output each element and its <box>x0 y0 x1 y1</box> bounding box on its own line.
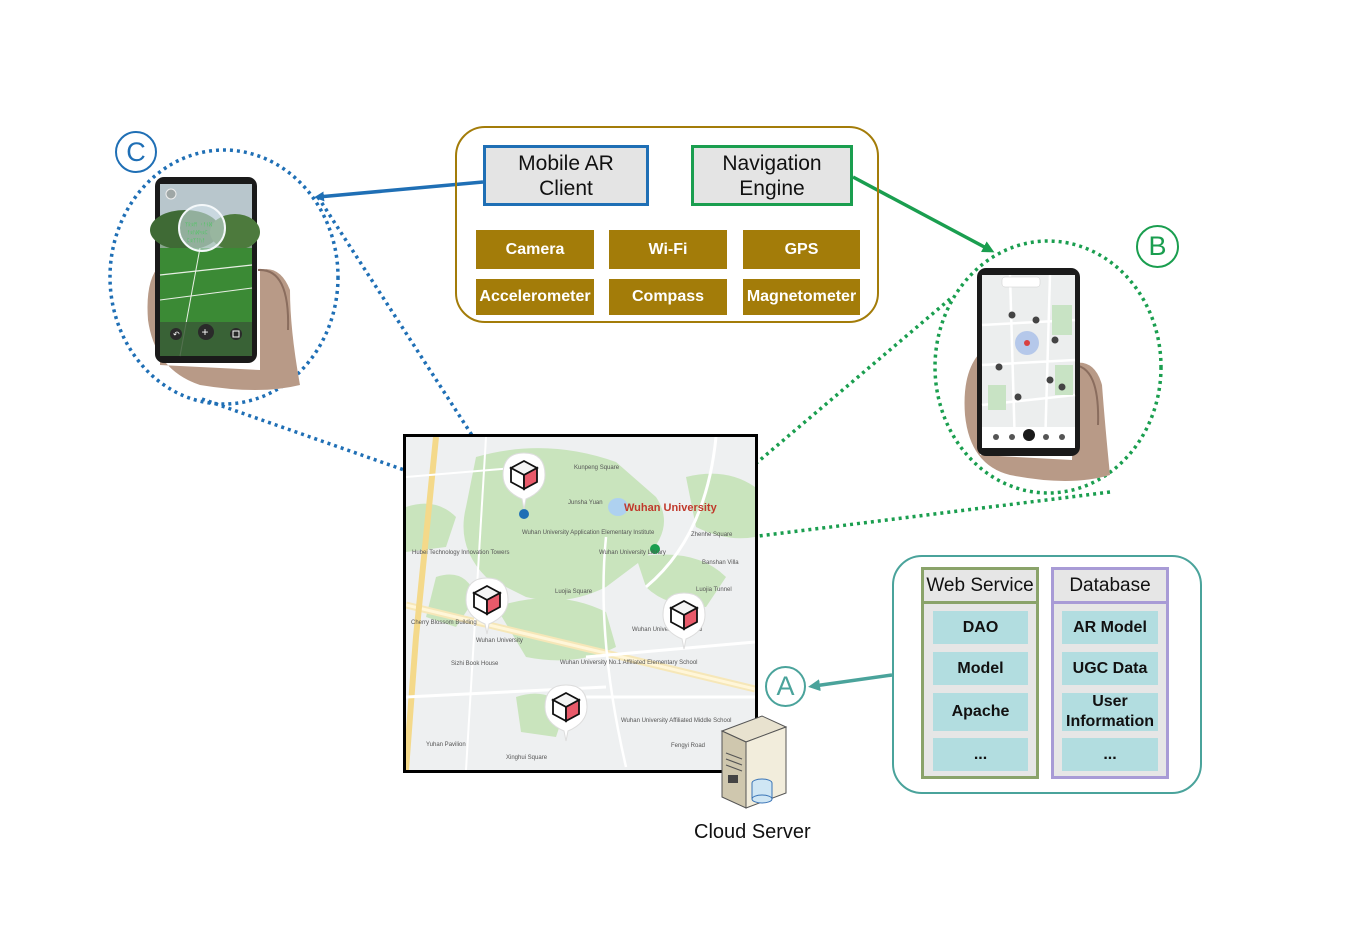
navigation-engine-box: Navigation Engine <box>691 145 853 206</box>
map-pin <box>1046 376 1054 384</box>
mobile-ar-client-line2: Client <box>539 176 593 200</box>
mobile-ar-client-box: Mobile AR Client <box>483 145 649 206</box>
map-place-label: Sizhi Book House <box>451 661 499 667</box>
map-point-c <box>519 509 529 519</box>
phone-c-dotted-circle <box>108 148 340 406</box>
map-cube-marker-3 <box>662 592 706 650</box>
label-a-circle: A <box>765 666 806 707</box>
map-place-label: Wuhan University Hospital <box>632 627 703 633</box>
map-cube-marker-2 <box>465 577 509 635</box>
map-place-label: Wuhan University No.1 Affiliated Element… <box>560 660 698 666</box>
map-place-label: Wuhan University <box>476 638 523 644</box>
phone-b-map-illustration <box>964 268 1110 481</box>
hand-c <box>147 265 300 390</box>
map-place-label: Banshan Villa <box>702 560 739 566</box>
sensor-gps: GPS <box>743 230 860 269</box>
map-cube-marker-1 <box>502 452 546 510</box>
nav-profile-icon <box>1059 434 1065 440</box>
database-item-ugc-data: UGC Data <box>1062 652 1158 685</box>
webservice-to-server-arrow <box>808 673 893 692</box>
cloud-server-icon <box>720 715 788 809</box>
map-point-b <box>650 544 660 554</box>
navigation-engine-line2: Engine <box>739 176 805 200</box>
client-hub-container <box>455 126 879 323</box>
server-components-container <box>892 555 1202 794</box>
map-pin <box>1014 393 1022 401</box>
svg-text:ᛉᚱᛟᛗ ᚲᚨᚾᛞ: ᛉᚱᛟᛗ ᚲᚨᚾᛞ <box>185 222 212 228</box>
map-place-label: Luojia Square <box>555 589 593 595</box>
cloud-server-caption: Cloud Server <box>694 821 811 843</box>
phone-b-dotted-circle <box>933 239 1163 495</box>
svg-text:↶: ↶ <box>173 330 180 339</box>
mobile-ar-client-line1: Mobile AR <box>518 151 614 175</box>
engine-to-phone-b-arrow <box>852 175 995 253</box>
map-place-label: Wuhan University Affiliated Middle Schoo… <box>621 718 732 724</box>
svg-text:+: + <box>202 325 209 339</box>
sensor-accelerometer: Accelerometer <box>476 279 594 315</box>
web-service-item-more: ... <box>933 738 1028 771</box>
label-b-circle: B <box>1136 225 1179 268</box>
phone-c-ar-illustration: ᛉᚱᛟᛗ ᚲᚨᚾᛞ ᚠᛟᚢᛞᛋᛟᛈ ᛈᛟᛉᛏᚢᚠ ↶ + <box>147 177 300 390</box>
web-service-item-apache: Apache <box>933 693 1028 731</box>
svg-text:ᛈᛟᛉᛏᚢᚠ: ᛈᛟᛉᛏᚢᚠ <box>187 238 205 244</box>
map-place-label: Kunpeng Square <box>574 465 620 471</box>
map-place-label: Luojia Tunnel <box>696 587 732 593</box>
database-item-user-information: User Information <box>1062 693 1158 731</box>
map-place-label: Wuhan University Application Elementary … <box>522 530 655 536</box>
map-place-label: Hubei Technology Innovation Towers <box>412 550 510 556</box>
map-place-label: Zhenhe Square <box>691 532 733 538</box>
map-pin <box>1032 316 1040 324</box>
map-place-label: Junsha Yuan <box>568 500 603 506</box>
database-title: Database <box>1054 570 1166 604</box>
map-pin <box>1058 383 1066 391</box>
user-location-dot <box>1024 340 1030 346</box>
map-pin <box>1051 336 1059 344</box>
map-campus-label: Wuhan University <box>624 502 717 514</box>
map-pin <box>1008 311 1016 319</box>
database-item-more: ... <box>1062 738 1158 771</box>
web-service-item-model: Model <box>933 652 1028 685</box>
map-place-label: Wuhan University Library <box>599 550 666 556</box>
svg-text:ᚠᛟᚢᛞᛋᛟᛈ: ᚠᛟᚢᛞᛋᛟᛈ <box>187 230 208 236</box>
nav-home-icon <box>993 434 999 440</box>
map-place-label: Fengyi Road <box>671 743 706 749</box>
ar-menu-icon <box>230 328 242 340</box>
map-place-label: Cherry Blossom Building <box>411 620 477 626</box>
ar-top-icon <box>165 188 177 200</box>
sensor-camera: Camera <box>476 230 594 269</box>
ar-add-icon <box>198 324 214 340</box>
map-place-label: Xinghui Square <box>506 755 548 761</box>
sensor-compass: Compass <box>609 279 727 315</box>
nav-camera-icon <box>1023 429 1035 441</box>
label-c-circle: C <box>115 131 157 173</box>
nav-chat-icon <box>1043 434 1049 440</box>
sensor-wifi: Wi-Fi <box>609 230 727 269</box>
sensor-magnetometer: Magnetometer <box>743 279 860 315</box>
navigation-engine-line1: Navigation <box>722 151 822 175</box>
nav-list-icon <box>1009 434 1015 440</box>
web-service-title: Web Service <box>924 570 1036 604</box>
map-cube-marker-4 <box>544 684 588 742</box>
map-pin <box>995 363 1003 371</box>
map-place-label: Yuhan Pavilion <box>426 742 466 748</box>
database-item-ar-model: AR Model <box>1062 611 1158 644</box>
ar-undo-icon <box>170 328 182 340</box>
ar-bubble <box>178 204 226 252</box>
web-service-item-dao: DAO <box>933 611 1028 644</box>
